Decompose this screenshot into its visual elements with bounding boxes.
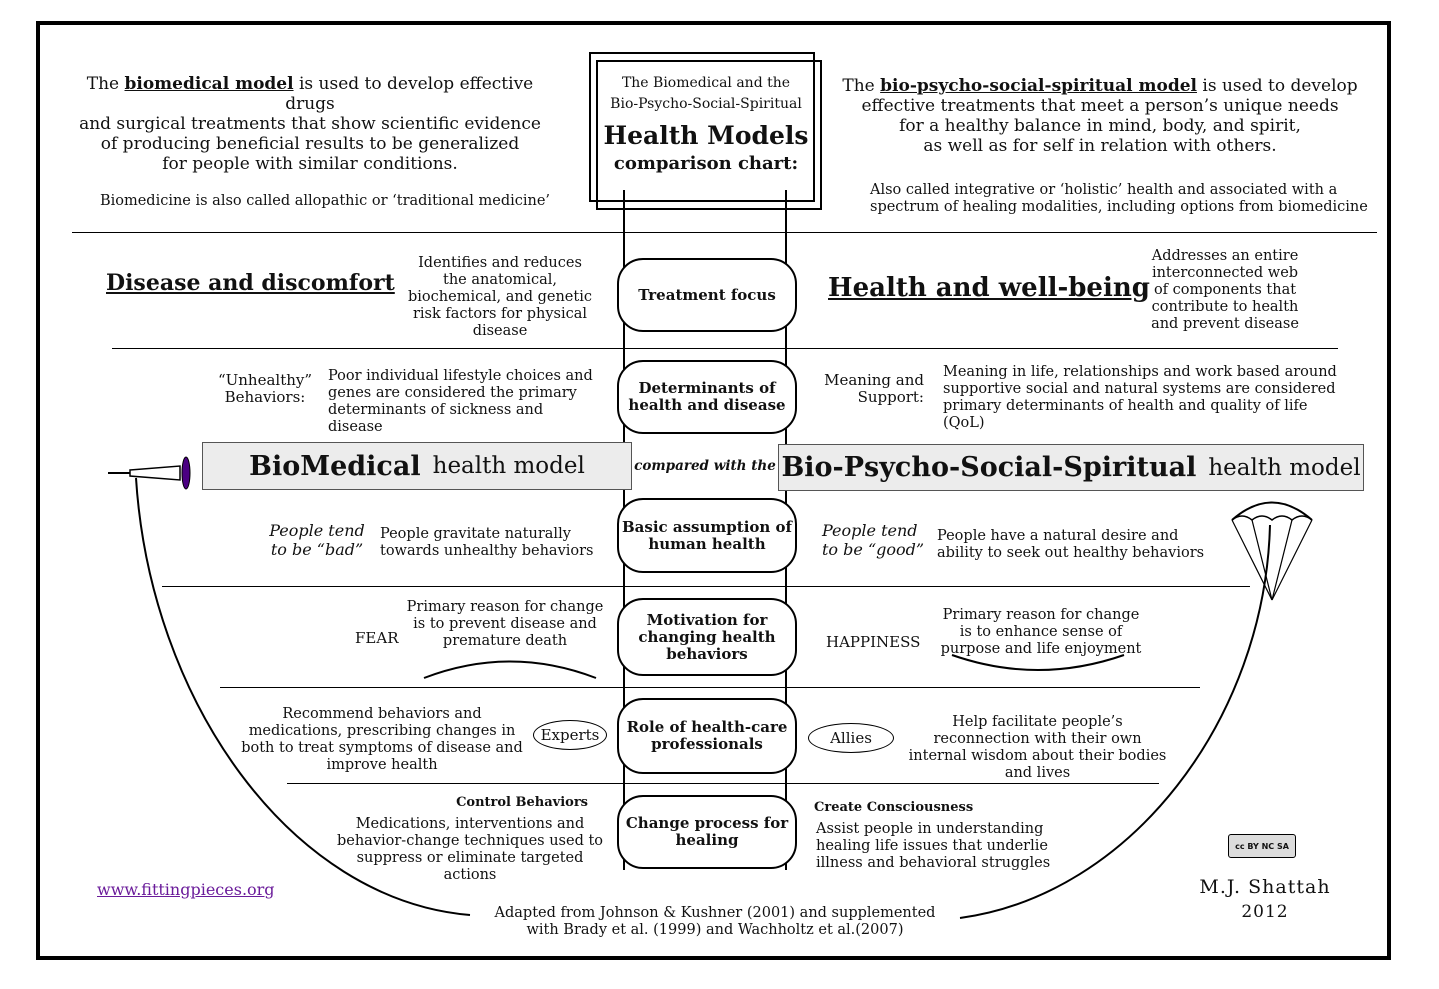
left-intro-post: is used to develop effective drugs	[285, 74, 534, 114]
credit: Adapted from Johnson & Kushner (2001) an…	[470, 905, 960, 939]
assumption-right-desc: People have a natural desire and ability…	[937, 528, 1205, 561]
role-left-desc: Recommend behaviors and medications, pre…	[241, 706, 523, 773]
right-intro-line-4: as well as for self in relation with oth…	[923, 136, 1277, 156]
divider-4	[220, 687, 1200, 688]
determinants-left-desc: Poor individual lifestyle choices and ge…	[328, 368, 593, 435]
parachute-icon	[1231, 501, 1313, 601]
change-pill: Change process for healing	[617, 795, 797, 869]
disease-and-discomfort: Disease and discomfort	[106, 270, 395, 296]
left-intro-line-4: for people with similar conditions.	[162, 154, 458, 174]
biomedical-model-term: biomedical model	[124, 74, 294, 94]
author: M.J. Shattah	[1199, 876, 1331, 898]
people-bad-label: People tend to be “bad”	[269, 521, 365, 559]
credit-line-2: with Brady et al. (1999) and Wachholtz e…	[526, 922, 904, 938]
motivation-left-desc: Primary reason for change is to prevent …	[406, 599, 604, 649]
page-title: Health Models	[603, 121, 809, 150]
divider-3	[162, 586, 1250, 587]
change-left-desc: Medications, interventions and behavior-…	[336, 816, 604, 883]
divider-5	[287, 783, 1159, 784]
left-intro-line-2: and surgical treatments that show scient…	[79, 114, 541, 134]
right-arc	[959, 524, 1271, 919]
left-intro-line-3: of producing beneficial results to be ge…	[100, 134, 520, 154]
motivation-right-desc: Primary reason for change is to enhance …	[940, 607, 1142, 657]
bps-model-term: bio-psycho-social-spiritual model	[880, 76, 1197, 96]
bps-banner-normal: health model	[1208, 454, 1361, 481]
change-right-desc: Assist people in understanding healing l…	[816, 821, 1051, 871]
right-intro-note-1: Also called integrative or ‘holistic’ he…	[870, 182, 1338, 198]
right-intro-note-2: spectrum of healing modalities, includin…	[870, 199, 1368, 215]
year: 2012	[1241, 902, 1289, 922]
compared-with-label: compared with the	[634, 458, 776, 474]
fear-swoosh	[423, 660, 597, 679]
left-intro-pre: The	[86, 74, 125, 94]
left-arc	[135, 477, 471, 916]
role-right-desc: Help facilitate people’s reconnection wi…	[908, 714, 1167, 781]
right-intro-pre: The	[842, 76, 881, 96]
fear-label: FEAR	[355, 629, 399, 647]
title-box: The Biomedical and the Bio-Psycho-Social…	[596, 72, 816, 174]
left-intro-note: Biomedicine is also called allopathic or…	[99, 193, 551, 209]
title-line-2: Bio-Psycho-Social-Spiritual	[610, 96, 802, 112]
motivation-pill: Motivation for changing health behaviors	[617, 598, 797, 676]
title-box-front	[596, 60, 822, 210]
allies-oval: Allies	[808, 723, 894, 753]
page-frame	[36, 21, 1391, 960]
determinants-pill: Determinants of health and disease	[617, 360, 797, 434]
experts-oval: Experts	[533, 720, 607, 750]
divider-2	[112, 348, 1338, 349]
control-behaviors-label: Control Behaviors	[456, 795, 588, 810]
website-link[interactable]: www.fittingpieces.org	[97, 880, 275, 899]
create-consciousness-label: Create Consciousness	[814, 800, 974, 815]
left-intro: The biomedical model is used to develop …	[60, 74, 560, 174]
right-intro-note: Also called integrative or ‘holistic’ he…	[870, 182, 1370, 216]
cc-license-icon: cc BY NC SA	[1228, 834, 1296, 858]
bps-banner-bold: Bio-Psycho-Social-Spiritual	[781, 452, 1197, 483]
biomedical-banner: BioMedical health model	[202, 442, 632, 490]
biomedical-banner-normal: health model	[432, 453, 585, 479]
meaning-and-support-label: Meaning and Support:	[824, 371, 924, 406]
health-and-well-being: Health and well-being	[828, 273, 1150, 303]
title-box-back	[589, 52, 815, 202]
happiness-label: HAPPINESS	[826, 633, 921, 651]
credit-line-1: Adapted from Johnson & Kushner (2001) an…	[494, 905, 936, 921]
right-intro-post: is used to develop	[1197, 76, 1358, 96]
people-good-label: People tend to be “good”	[822, 521, 925, 559]
treatment-right-desc: Addresses an entire interconnected web o…	[1151, 248, 1299, 332]
syringe-icon	[108, 456, 191, 490]
determinants-right-desc: Meaning in life, relationships and work …	[943, 364, 1337, 431]
unhealthy-behaviors-label: “Unhealthy” Behaviors:	[217, 371, 313, 406]
role-pill: Role of health-care professionals	[617, 698, 797, 774]
title-line-1: The Biomedical and the	[621, 75, 791, 91]
happiness-swoosh	[951, 654, 1125, 671]
right-intro-line-2: effective treatments that meet a person’…	[861, 96, 1339, 116]
right-intro: The bio-psycho-social-spiritual model is…	[840, 76, 1360, 156]
divider-1	[72, 232, 1377, 233]
page-subtitle: comparison chart:	[613, 153, 799, 174]
treatment-left-desc: Identifies and reduces the anatomical, b…	[408, 255, 592, 339]
treatment-focus-pill: Treatment focus	[617, 258, 797, 332]
right-intro-line-3: for a healthy balance in mind, body, and…	[899, 116, 1301, 136]
assumption-left-desc: People gravitate naturally towards unhea…	[380, 526, 594, 559]
biomedical-banner-bold: BioMedical	[249, 450, 421, 482]
bps-banner: Bio-Psycho-Social-Spiritual health model	[778, 444, 1364, 491]
assumption-pill: Basic assumption of human health	[617, 498, 797, 573]
